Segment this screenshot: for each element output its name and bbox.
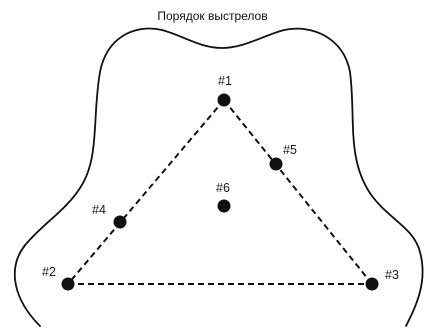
diagram-title: Порядок выстрелов [157, 9, 268, 23]
shot-dots [61, 93, 379, 291]
target-outline [13, 27, 424, 327]
edge-1-3 [223, 99, 373, 285]
edge-1-2 [67, 99, 225, 285]
shot-dot-5 [269, 157, 283, 171]
shot-dot-6 [217, 199, 231, 213]
shot-dot-3 [365, 277, 379, 291]
shot-label-6: #6 [216, 181, 230, 195]
shot-triangle [67, 99, 373, 285]
shot-label-4: #4 [92, 203, 106, 217]
shot-dot-1 [217, 93, 231, 107]
shot-label-5: #5 [283, 143, 297, 157]
shot-label-1: #1 [218, 74, 232, 88]
shot-label-2: #2 [42, 265, 56, 279]
shot-label-3: #3 [385, 268, 399, 282]
shot-dot-2 [61, 277, 75, 291]
shot-dot-4 [113, 215, 127, 229]
